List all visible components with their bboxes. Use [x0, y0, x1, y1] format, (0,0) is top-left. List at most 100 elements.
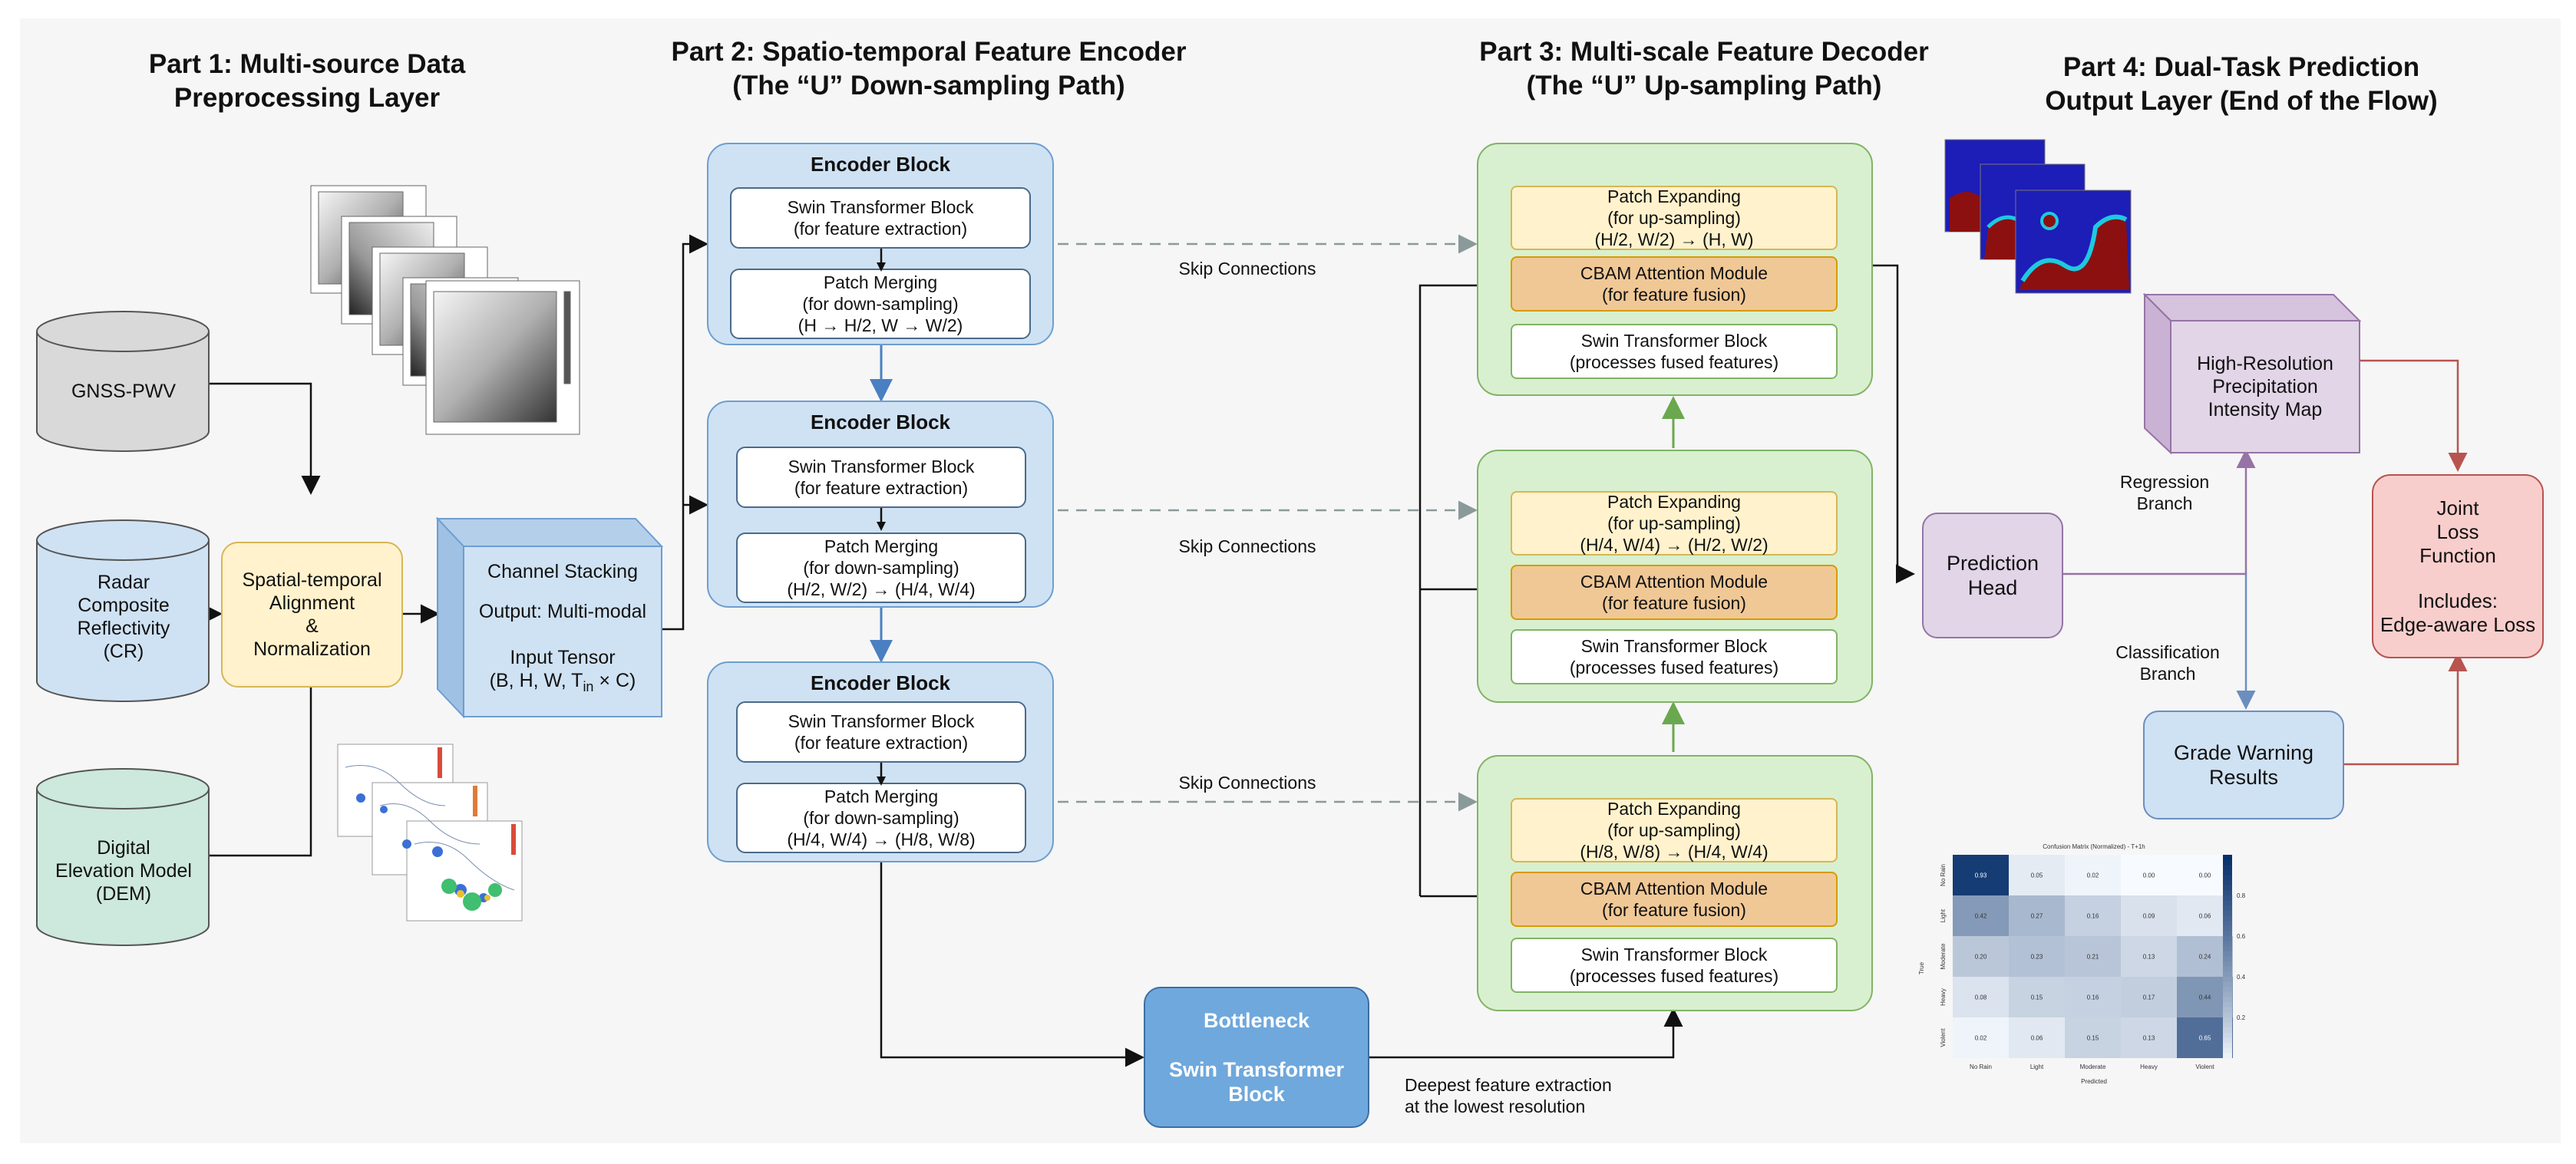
- heatmap-cell: [1953, 895, 2009, 936]
- y-tick-label: Moderate: [1940, 943, 1947, 969]
- colorbar-tick: 0.6: [2237, 933, 2246, 940]
- decoder-swin-block: Swin Transformer Block(processes fused f…: [1511, 938, 1838, 993]
- part3-title: Part 3: Multi-scale Feature Decoder(The …: [1479, 37, 1929, 101]
- colorbar-segment: [2223, 910, 2232, 916]
- heatmap-cell: [1953, 936, 2009, 977]
- x-tick-label: No Rain: [1970, 1063, 1992, 1070]
- heatmap-cell-value: 0.00: [2143, 872, 2155, 879]
- colorbar-segment: [2223, 859, 2232, 866]
- gnss-pwv-cylinder: [36, 311, 210, 452]
- heatmap-cell: [1953, 1017, 2009, 1058]
- heatmap-cell-value: 0.21: [2087, 954, 2099, 961]
- colorbar-segment: [2223, 875, 2232, 881]
- colorbar-segment: [2223, 951, 2232, 957]
- heatmap-cell-value: 0.05: [2031, 872, 2043, 879]
- colorbar-segment: [2223, 885, 2232, 891]
- patch-merging-block: Patch Merging(for down-sampling)(H/2, W/…: [736, 533, 1026, 603]
- y-tick-label: Heavy: [1940, 988, 1947, 1006]
- colorbar-segment: [2223, 936, 2232, 942]
- colorbar-segment: [2223, 925, 2232, 932]
- colorbar-segment: [2223, 1047, 2232, 1054]
- cbam-attention-block: CBAM Attention Module(for feature fusion…: [1511, 256, 1838, 312]
- heatmap-cell: [2121, 895, 2177, 936]
- confusion-matrix-xlabel: Predicted: [2081, 1078, 2107, 1085]
- heatmap-cell: [2065, 855, 2121, 895]
- colorbar-segment: [2223, 971, 2232, 978]
- confusion-matrix-title: Confusion Matrix (Normalized) - T+1h: [2043, 843, 2145, 850]
- heatmap-cell-value: 0.06: [2031, 1035, 2043, 1042]
- heatmap-cell-value: 0.20: [1975, 954, 1987, 961]
- bottleneck-to-decoder-arrow: [1369, 1007, 1683, 1059]
- colorbar-segment: [2223, 855, 2232, 861]
- encoder1-inner-arrow: [877, 249, 886, 272]
- heatmap-cell: [2065, 1017, 2121, 1058]
- colorbar-segment: [2223, 890, 2232, 896]
- colorbar-segment: [2223, 961, 2232, 968]
- encoder2-inner-arrow: [877, 508, 886, 531]
- heatmap-cell: [2065, 936, 2121, 977]
- heatmap-cell: [2009, 936, 2065, 977]
- cbam-attention-block: CBAM Attention Module(for feature fusion…: [1511, 872, 1838, 927]
- stack-to-encoder1-arrow: [662, 234, 708, 631]
- heatmap-cell-value: 0.24: [2199, 954, 2211, 961]
- encoder-block-2: Encoder Block Swin Transformer Block(for…: [707, 401, 1054, 608]
- colorbar-tick: 0.2: [2237, 1014, 2246, 1021]
- heatmap-cell-value: 0.42: [1975, 913, 1987, 920]
- heatmap-cell-value: 0.15: [2087, 1035, 2099, 1042]
- gnss-pwv-label: GNSS-PWV: [71, 381, 177, 402]
- channel-stacking-cube: [436, 516, 664, 719]
- skip-connections-label: Skip Connections: [1178, 536, 1316, 556]
- colorbar-segment: [2223, 987, 2232, 993]
- heatmap-cell-value: 0.93: [1975, 872, 1987, 879]
- heatmap-cell-value: 0.02: [1975, 1035, 1987, 1042]
- colorbar-segment: [2223, 1043, 2232, 1049]
- encoder-swin-block: Swin Transformer Block(for feature extra…: [730, 187, 1031, 249]
- colorbar-tick: 0.4: [2237, 974, 2246, 981]
- decoder-swin-block: Swin Transformer Block(processes fused f…: [1511, 629, 1838, 684]
- heatmap-cell: [2121, 855, 2177, 895]
- heatmap-cell: [1953, 855, 2009, 895]
- decoder-swin-block: Swin Transformer Block(processes fused f…: [1511, 324, 1838, 379]
- heatmap-cell: [2009, 895, 2065, 936]
- x-tick-label: Heavy: [2140, 1063, 2158, 1070]
- dem-cylinder: [36, 768, 210, 946]
- skip-connections-label: Skip Connections: [1178, 773, 1316, 793]
- encoder-block-3: Encoder Block Swin Transformer Block(for…: [707, 661, 1054, 862]
- colorbar-segment: [2223, 977, 2232, 983]
- heatmap-cell-value: 0.44: [2199, 994, 2211, 1001]
- heatmap-cell-value: 0.09: [2143, 913, 2155, 920]
- encoder-to-bottleneck-arrow: [880, 859, 1144, 1067]
- heatmap-cell: [2121, 977, 2177, 1017]
- radar-cylinder: [36, 519, 210, 702]
- heatmap-cell-value: 0.65: [2199, 1035, 2211, 1042]
- colorbar-segment: [2223, 880, 2232, 886]
- y-tick-label: No Rain: [1940, 864, 1947, 886]
- colorbar-segment: [2223, 1032, 2232, 1038]
- encoder-block-title: Encoder Block: [810, 411, 951, 434]
- decoder-block-1: Patch Expanding(for up-sampling)(H/2, W/…: [1477, 143, 1873, 396]
- patch-expanding-block: Patch Expanding(for up-sampling)(H/4, W/…: [1511, 491, 1838, 556]
- x-tick-label: Violent: [2195, 1063, 2214, 1070]
- heatmap-cell-value: 0.02: [2087, 872, 2099, 879]
- skip-connections-label: Skip Connections: [1178, 259, 1316, 279]
- part2-title: Part 2: Spatio-temporal Feature Encoder(…: [671, 37, 1187, 101]
- encoder3-inner-arrow: [877, 763, 886, 786]
- x-tick-label: Light: [2030, 1063, 2044, 1070]
- heatmap-cell: [2121, 936, 2177, 977]
- heatmap-cell-value: 0.15: [2031, 994, 2043, 1001]
- heatmap-cell: [1953, 977, 2009, 1017]
- decoder-block-3: Patch Expanding(for up-sampling)(H/8, W/…: [1477, 755, 1873, 1011]
- y-tick-label: Violent: [1940, 1028, 1947, 1047]
- heatmap-cell-value: 0.08: [1975, 994, 1987, 1001]
- dem-to-align-arrow: [207, 635, 321, 857]
- colorbar-segment: [2223, 956, 2232, 962]
- encoder-swin-block: Swin Transformer Block(for feature extra…: [736, 447, 1026, 508]
- colorbar-segment: [2223, 966, 2232, 972]
